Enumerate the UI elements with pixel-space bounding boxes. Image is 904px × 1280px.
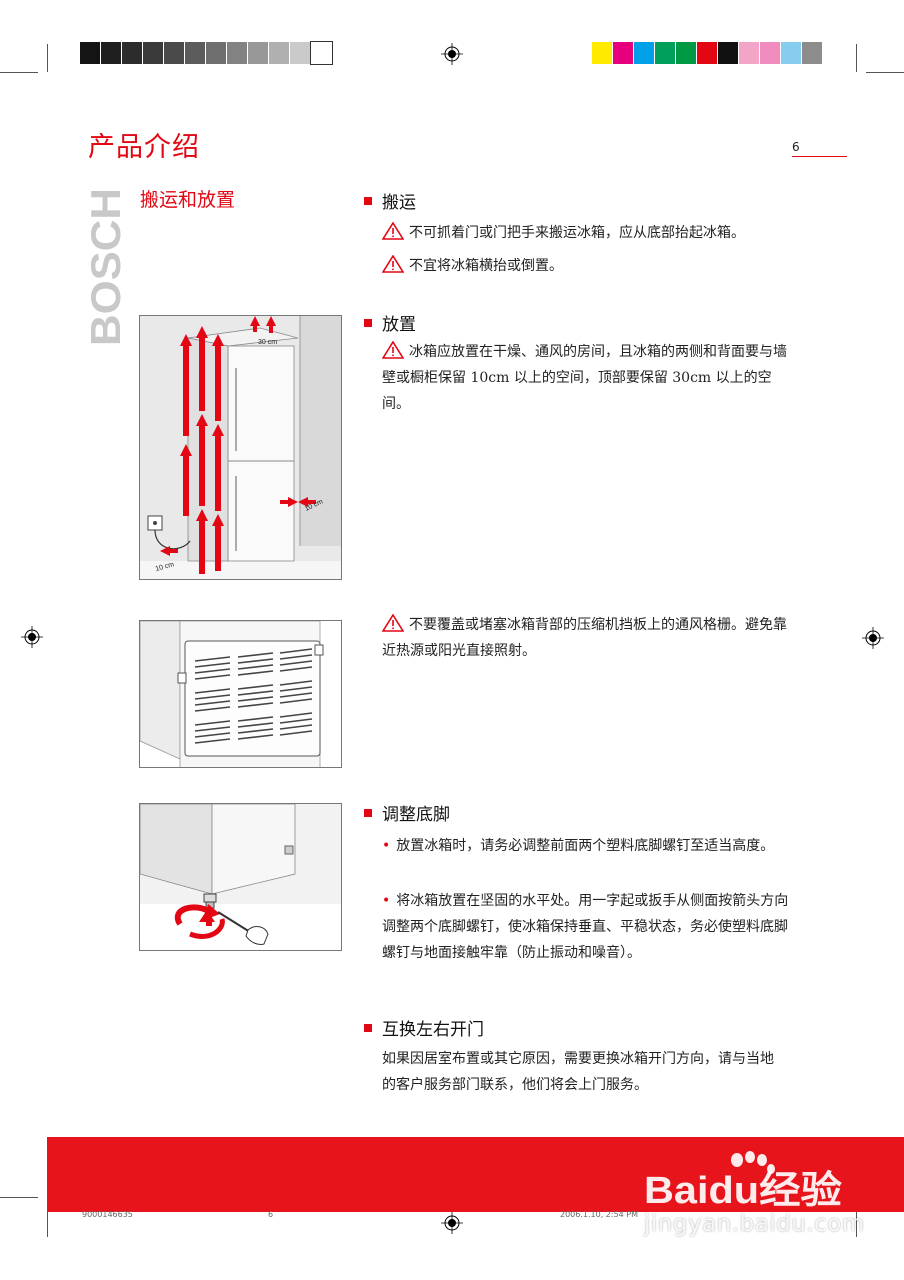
section-title: 搬运和放置 bbox=[140, 189, 236, 211]
footer-page: 6 bbox=[268, 1210, 274, 1219]
bullet-square bbox=[364, 196, 372, 205]
ventilation-grille-illustration bbox=[139, 620, 342, 768]
page-number: 6 bbox=[792, 140, 800, 154]
gray-swatch bbox=[290, 42, 311, 64]
color-swatch bbox=[697, 42, 718, 64]
feet-bullet-1: •放置冰箱时，请务必调整前面两个塑料底脚螺钉至适当高度。 bbox=[382, 838, 775, 854]
svg-text:Baidu经验: Baidu经验 bbox=[644, 1170, 842, 1212]
process-color-bar bbox=[592, 42, 823, 64]
gray-swatch bbox=[227, 42, 248, 64]
gray-swatch bbox=[164, 42, 185, 64]
page-title: 产品介绍 bbox=[88, 132, 200, 163]
bullet-square bbox=[364, 1023, 372, 1032]
color-swatch bbox=[676, 42, 697, 64]
color-swatch bbox=[718, 42, 739, 64]
clearance-top-label: 30 cm bbox=[258, 339, 277, 346]
transport-warning-2: 不宜将冰箱横抬或倒置。 bbox=[382, 253, 792, 279]
bullet-dot: • bbox=[382, 838, 391, 854]
feet-adjust-illustration bbox=[139, 803, 342, 951]
placement-warning: 冰箱应放置在干燥、通风的房间，且冰箱的两侧和背面要与墙壁或橱柜保留 10cm 以… bbox=[382, 339, 787, 417]
feet-bullet-2: •将冰箱放置在坚固的水平处。用一字起或扳手从侧面按箭头方向调整两个底脚螺钉，使冰… bbox=[382, 893, 789, 961]
bullet-square bbox=[364, 808, 372, 817]
footer-code: 9000146635 bbox=[82, 1210, 133, 1219]
bullet-square bbox=[364, 318, 372, 327]
baidu-jingyan-logo: Baidu经验 bbox=[644, 1151, 842, 1212]
warning-icon bbox=[382, 341, 404, 359]
bullet-dot: • bbox=[382, 893, 391, 909]
color-swatch bbox=[634, 42, 655, 64]
gray-swatch bbox=[80, 42, 101, 64]
registration-mark-left-icon bbox=[21, 626, 43, 648]
svg-text:BOSCH: BOSCH bbox=[86, 188, 126, 346]
ventilation-warning: 不要覆盖或堵塞冰箱背部的压缩机挡板上的通风格栅。避免靠近热源或阳光直接照射。 bbox=[382, 612, 792, 664]
watermark-url: jingyan.baidu.com bbox=[644, 1211, 865, 1237]
color-swatch bbox=[592, 42, 613, 64]
registration-mark-top-icon bbox=[441, 43, 463, 65]
gray-swatch bbox=[206, 42, 227, 64]
heading-feet: 调整底脚 bbox=[364, 800, 450, 825]
gray-swatch bbox=[143, 42, 164, 64]
warning-icon bbox=[382, 255, 404, 273]
page-number-rule bbox=[792, 156, 847, 157]
heading-transport: 搬运 bbox=[364, 188, 416, 213]
color-swatch bbox=[613, 42, 634, 64]
color-swatch bbox=[739, 42, 760, 64]
warning-icon bbox=[382, 222, 404, 240]
heading-door: 互换左右开门 bbox=[364, 1015, 484, 1040]
gray-swatch bbox=[185, 42, 206, 64]
gray-swatch bbox=[269, 42, 290, 64]
gray-swatch bbox=[248, 42, 269, 64]
warning-icon bbox=[382, 614, 404, 632]
gray-swatch bbox=[310, 41, 333, 65]
bosch-logo: BOSCH bbox=[86, 188, 126, 346]
grayscale-bar bbox=[80, 41, 333, 65]
door-text: 如果因居室布置或其它原因，需要更换冰箱开门方向，请与当地的客户服务部门联系，他们… bbox=[382, 1051, 774, 1093]
heading-placement: 放置 bbox=[364, 310, 416, 335]
color-swatch bbox=[781, 42, 802, 64]
footer-timestamp: 2006.1.10, 2:54 PM bbox=[560, 1210, 639, 1219]
color-swatch bbox=[760, 42, 781, 64]
footer-band bbox=[47, 1137, 904, 1212]
transport-warning-1: 不可抓着门或门把手来搬运冰箱，应从底部抬起冰箱。 bbox=[382, 220, 792, 246]
gray-swatch bbox=[122, 42, 143, 64]
clearance-back-label: 10 cm bbox=[155, 561, 175, 573]
registration-mark-bottom-icon bbox=[441, 1212, 463, 1234]
color-swatch bbox=[802, 42, 823, 64]
placement-illustration: 30 cm 10 cm 10 cm bbox=[139, 315, 342, 580]
color-swatch bbox=[655, 42, 676, 64]
gray-swatch bbox=[101, 42, 122, 64]
registration-mark-right-icon bbox=[862, 627, 884, 649]
